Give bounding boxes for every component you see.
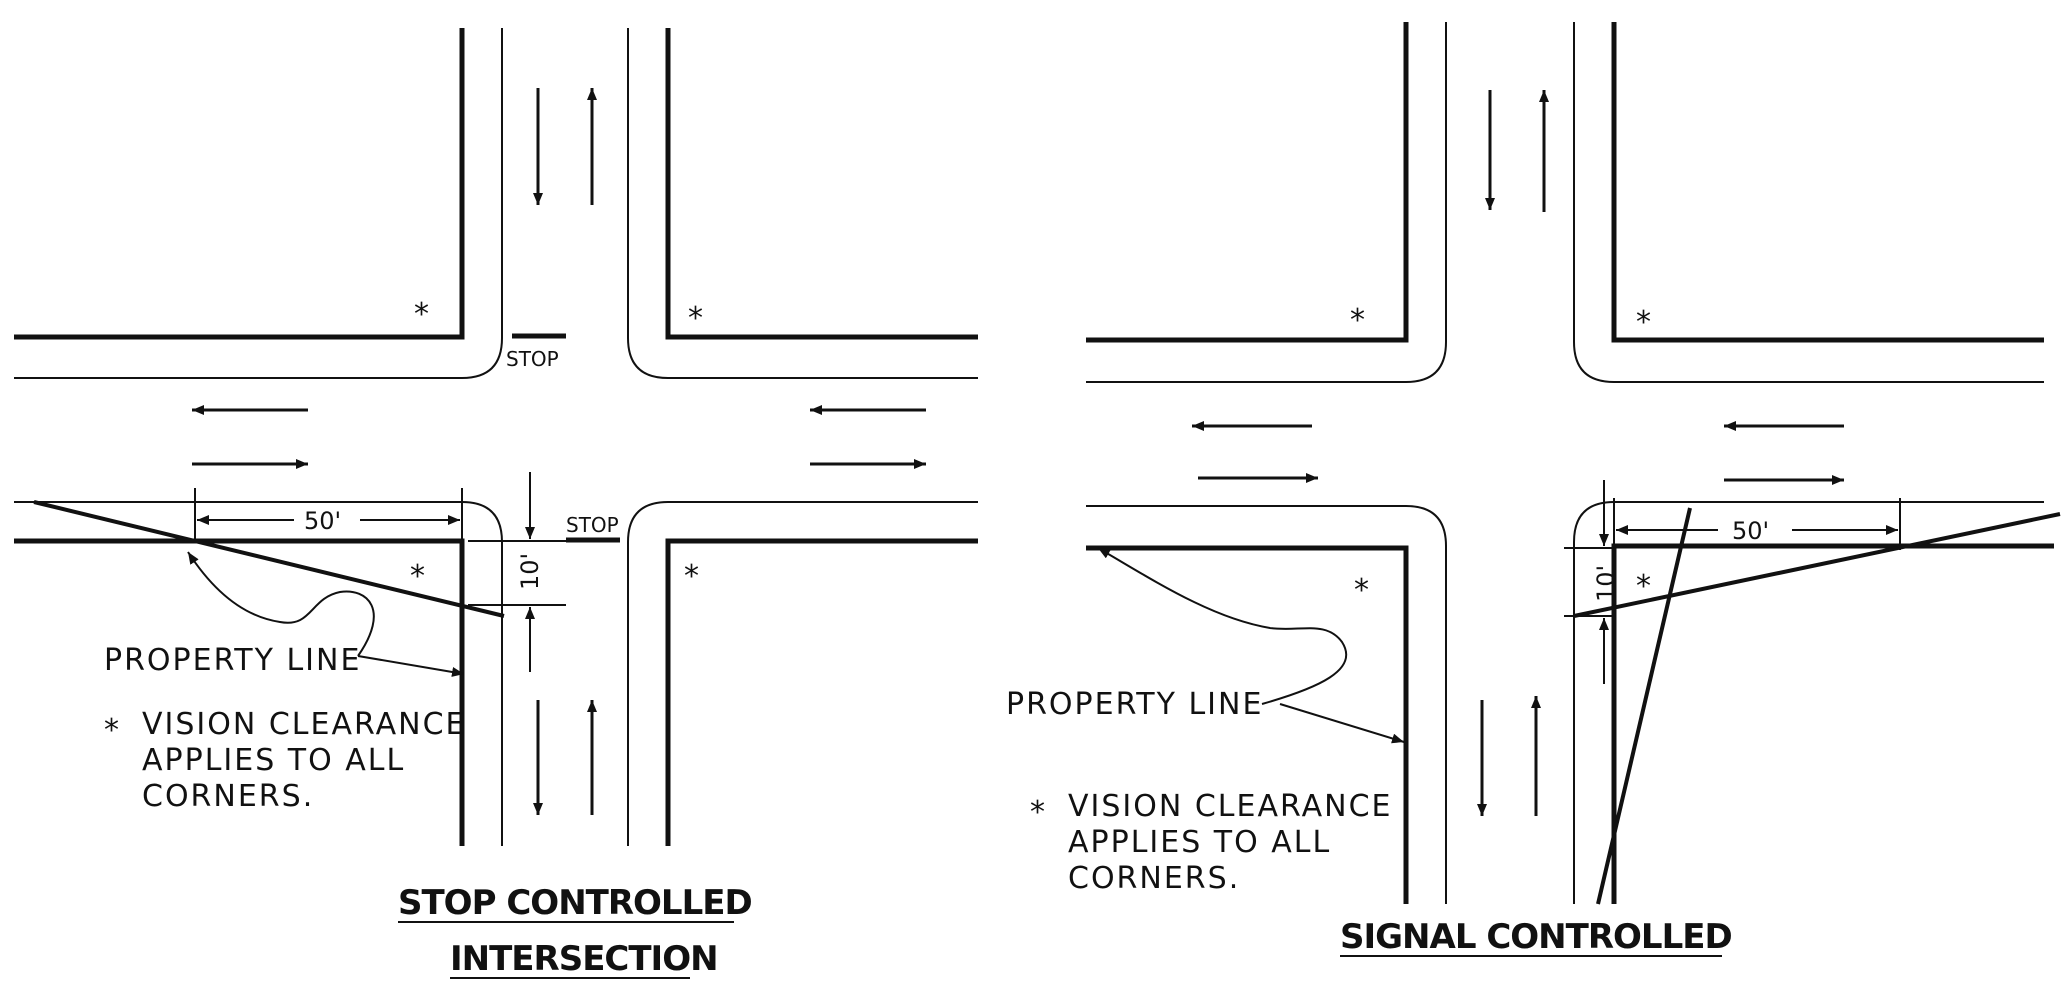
right-row-se [1611, 543, 2054, 904]
left-stop-label-top: STOP [506, 347, 559, 371]
left-dim-10-label: 10' [516, 553, 544, 590]
left-row-se [665, 538, 978, 846]
left-curb-se [627, 501, 978, 846]
right-vision-mark-se: * [1636, 569, 1653, 604]
right-note-line1: VISION CLEARANCE [1068, 789, 1393, 824]
right-curb-ne [1573, 22, 2044, 383]
right-note-mark: * [1030, 795, 1047, 830]
left-vision-mark-ne: * [688, 301, 705, 336]
right-dim-50-label: 50' [1732, 517, 1769, 545]
right-vision-mark-nw: * [1350, 303, 1367, 338]
right-dimension-10: 10' [1564, 480, 1620, 684]
right-dim-10-label: 10' [1592, 565, 1620, 602]
left-stop-label-right: STOP [566, 513, 619, 537]
right-row-nw [1086, 22, 1409, 343]
left-note-mark: * [104, 713, 121, 748]
left-vision-mark-nw: * [414, 297, 431, 332]
left-row-sw [14, 538, 465, 846]
left-leader-to-line [357, 655, 465, 677]
left-curb-ne [627, 28, 978, 379]
right-intersection: * * * * 50' 10' PROPERTY LINE * VISION [1006, 22, 2061, 957]
left-row-nw [14, 28, 465, 340]
right-vision-mark-ne: * [1636, 305, 1653, 340]
right-note-line2: APPLIES TO ALL [1068, 825, 1331, 860]
left-dimension-10: 10' [468, 472, 566, 672]
right-property-line-steep [1596, 507, 1692, 905]
right-row-sw [1086, 545, 1409, 904]
left-dim-50-label: 50' [304, 507, 341, 535]
right-title: SIGNAL CONTROLLED [1340, 917, 1732, 957]
right-vision-mark-sw: * [1354, 573, 1371, 608]
left-property-line [33, 500, 505, 618]
right-curb-nw [1086, 22, 1447, 383]
left-vision-mark-se: * [684, 559, 701, 594]
left-leader-to-triangle [187, 551, 375, 657]
right-property-line-diagonal [1573, 512, 2061, 618]
right-row-ne [1611, 22, 2044, 343]
right-note-line3: CORNERS. [1068, 861, 1240, 896]
left-traffic-arrows [192, 88, 926, 815]
left-title-line1: STOP CONTROLLED [398, 883, 752, 923]
right-dimension-50: 50' [1613, 498, 1901, 550]
left-curb-nw [14, 28, 503, 379]
right-curb-se [1573, 501, 2044, 904]
right-leader-to-triangle [1097, 547, 1348, 705]
right-curb-sw [1086, 505, 1447, 904]
left-intersection: STOP STOP * * * * 50' [14, 28, 978, 979]
left-dimension-50: 50' [194, 488, 463, 540]
left-title-line2: INTERSECTION [450, 939, 718, 979]
left-note-line1: VISION CLEARANCE [142, 707, 467, 742]
left-vision-mark-sw: * [410, 559, 427, 594]
left-row-ne [665, 28, 978, 340]
right-leader-to-line [1279, 703, 1405, 744]
left-property-line-label: PROPERTY LINE [104, 643, 361, 678]
right-traffic-arrows [1192, 90, 1844, 816]
left-note-line3: CORNERS. [142, 779, 314, 814]
left-note-line2: APPLIES TO ALL [142, 743, 405, 778]
right-property-line-label: PROPERTY LINE [1006, 687, 1263, 722]
